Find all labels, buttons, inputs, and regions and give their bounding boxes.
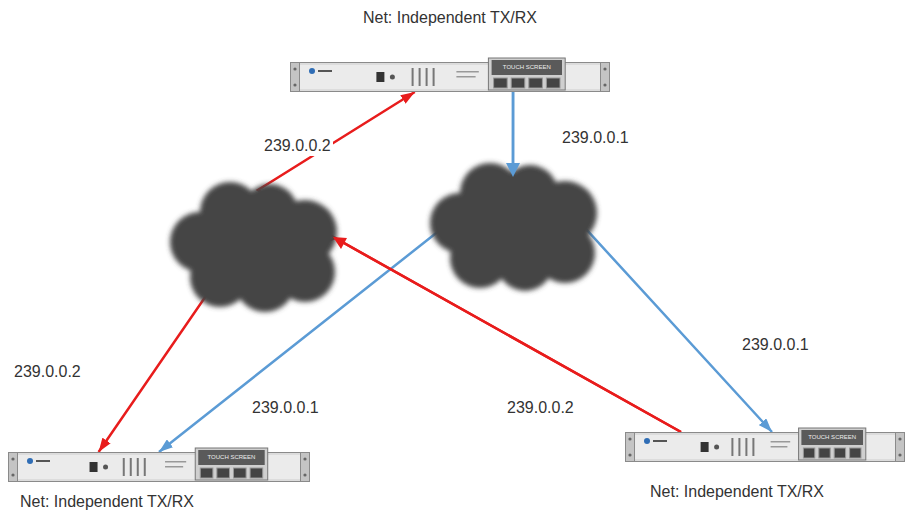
rack-device: Net: Independent TX/RXTOUCH SCREEN <box>290 62 610 92</box>
network-cloud <box>170 182 337 312</box>
touch-screen-label: TOUCH SCREEN <box>492 60 562 75</box>
arrowhead <box>506 163 520 177</box>
multicast-address-label: 239.0.0.2 <box>262 136 333 156</box>
arrowhead <box>333 237 347 249</box>
rack-device: Net: Independent TX/RXTOUCH SCREEN <box>8 452 310 482</box>
device-network-mode: Net: Independent TX/RX <box>20 492 194 512</box>
multicast-address-label: 239.0.0.1 <box>250 398 321 418</box>
rack-device-body <box>290 62 610 92</box>
multicast-stream-arrow <box>99 238 681 452</box>
multicast-address-label: 239.0.0.2 <box>505 398 576 418</box>
touch-screen-label: TOUCH SCREEN <box>801 430 863 445</box>
multicast-stream-arrow <box>159 92 513 452</box>
device-network-mode: Net: Independent TX/RX <box>290 8 610 28</box>
rack-device-body <box>8 452 310 482</box>
rack-device-body <box>625 432 905 462</box>
device-network-mode: Net: Independent TX/RX <box>650 482 824 502</box>
multicast-stream-arrow <box>258 92 681 432</box>
multicast-address-label: 239.0.0.1 <box>560 128 631 148</box>
touch-screen-label: TOUCH SCREEN <box>198 450 264 465</box>
network-cloud <box>430 163 597 291</box>
multicast-address-label: 239.0.0.1 <box>740 335 811 355</box>
rack-device: Net: Independent TX/RXTOUCH SCREEN <box>625 432 905 462</box>
multicast-address-label: 239.0.0.2 <box>12 362 83 382</box>
